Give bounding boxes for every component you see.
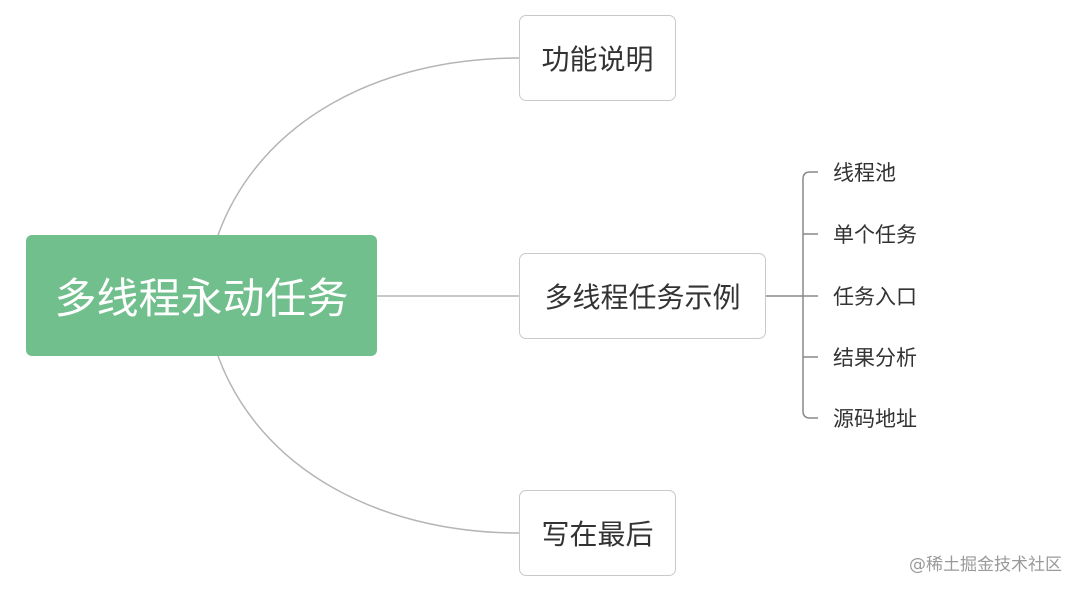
subtopic-label: 线程池 [833,161,896,185]
branch-topic-label: 多线程任务示例 [544,281,741,314]
subtopic-source-code[interactable]: 源码地址 [833,403,917,433]
subtopic-thread-pool[interactable]: 线程池 [833,157,896,187]
branch-topic-function-description[interactable]: 功能说明 [519,15,676,101]
connector-root-to-function [217,57,520,236]
subtopic-label: 源码地址 [833,407,917,431]
subtopic-single-task[interactable]: 单个任务 [833,219,917,249]
subtopic-label: 结果分析 [833,346,917,370]
subtopic-label: 单个任务 [833,223,917,247]
watermark: @稀土掘金技术社区 [909,555,1062,575]
subtopic-label: 任务入口 [833,285,917,309]
connector-leaf-bracket [802,171,818,419]
root-topic[interactable]: 多线程永动任务 [26,235,377,356]
branch-topic-label: 功能说明 [541,43,654,76]
subtopic-task-entry[interactable]: 任务入口 [833,281,917,311]
root-topic-label: 多线程永动任务 [54,274,349,323]
subtopic-result-analysis[interactable]: 结果分析 [833,342,917,372]
branch-topic-multithread-demo[interactable]: 多线程任务示例 [519,253,766,339]
branch-topic-conclusion[interactable]: 写在最后 [519,490,676,576]
branch-topic-label: 写在最后 [541,518,654,551]
connector-root-to-ending [217,355,520,534]
